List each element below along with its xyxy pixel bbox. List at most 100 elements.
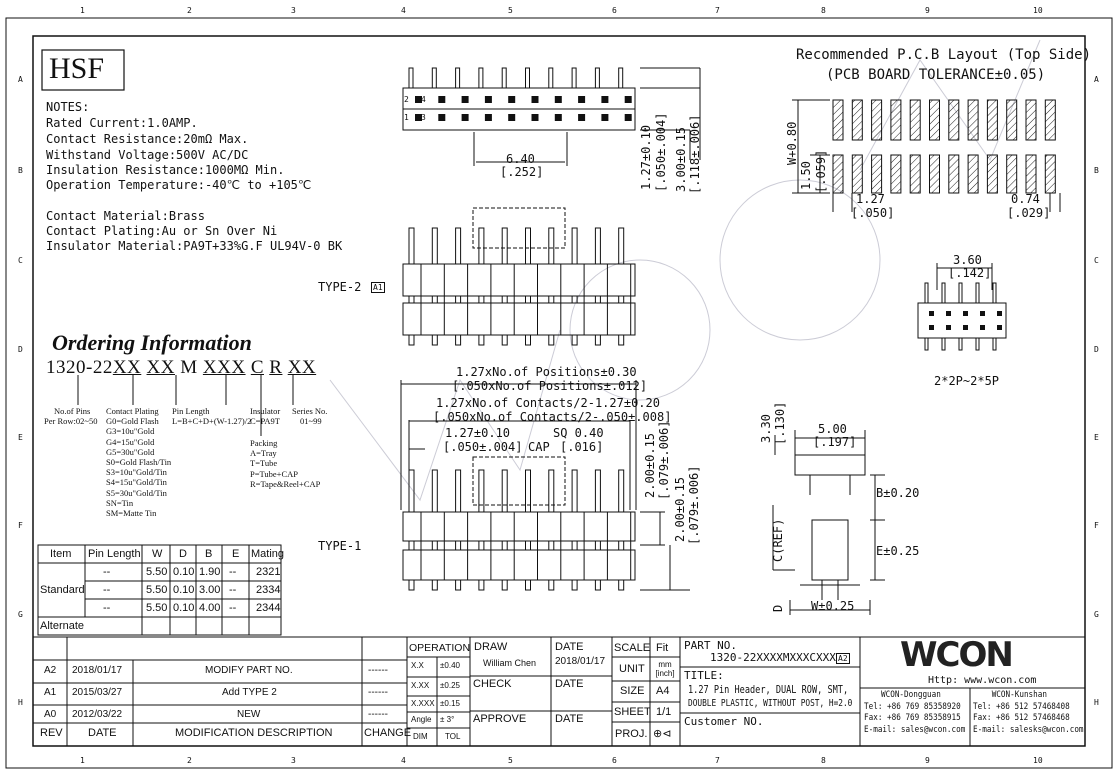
pad (980, 311, 985, 316)
pin (455, 579, 462, 591)
grid-row-label: H (18, 698, 23, 707)
table-header: Item (50, 548, 72, 560)
side-dim-d1-in: [.130] (773, 401, 787, 445)
side-dim-b: B±0.20 (876, 486, 920, 500)
legend-line: SN=Tin (106, 497, 134, 508)
pin (431, 540, 438, 551)
material-line: Contact Material:Brass (46, 209, 205, 223)
draw-date: 2018/01/17 (555, 656, 606, 667)
side-dim-w: W±0.25 (811, 599, 855, 613)
sheet-label: SHEET (614, 706, 651, 718)
pcb-tolerance: (PCB BOARD TOLERANCE±0.05) (826, 67, 1046, 83)
pad (929, 325, 934, 330)
pin (618, 227, 625, 265)
pin (618, 540, 625, 551)
dim-height2-in: [.079±.006] (687, 465, 701, 545)
grid-row-label: C (18, 256, 23, 265)
grid-column-label: 3 (291, 6, 296, 15)
legend-line: Series No. (292, 406, 328, 416)
dim-h1: 1.27±0.10 (639, 124, 653, 190)
table-cell: 5.50 (146, 602, 168, 614)
table-group: Standard (40, 584, 85, 596)
pin (408, 540, 415, 551)
grid-column-label: 5 (508, 6, 513, 15)
pin (992, 337, 997, 351)
unit-value: mm [inch] (655, 660, 675, 678)
table-alternate: Alternate (40, 620, 85, 632)
pin (455, 67, 461, 89)
pin (924, 282, 929, 304)
grid-row-label: B (1094, 166, 1099, 175)
dim-pin-pitch: 1.27±0.10 (445, 426, 511, 440)
grid-column-label: 2 (187, 756, 192, 765)
legend-line: S5=30u"Gold/Tin (106, 487, 167, 498)
pin (478, 227, 485, 265)
pad (531, 114, 539, 121)
notes-title: NOTES: (46, 100, 90, 114)
material-line: Insulator Material:PA9T+33%G.F UL94V-0 B… (46, 239, 343, 253)
pad (531, 96, 539, 103)
pin-number: 3 (421, 113, 426, 122)
pcb-dim-pitch: 1.27 (856, 192, 885, 206)
pad (624, 114, 632, 121)
pin (941, 337, 946, 351)
pcb-pad (1025, 99, 1037, 141)
pin (548, 469, 555, 513)
pin (594, 579, 601, 591)
pin (618, 334, 625, 346)
pin (525, 579, 531, 591)
table-cell: 2344 (256, 602, 281, 614)
pin (408, 579, 415, 591)
revision-header: REV (40, 727, 63, 739)
office-name: WCON-Kunshan (991, 690, 1047, 700)
pcb-pad (871, 154, 883, 194)
pad (601, 96, 609, 103)
small-dim-in: [.142] (948, 266, 992, 280)
grid-column-label: 8 (821, 756, 826, 765)
table-cell: 0.10 (173, 584, 195, 596)
projection-icon: ⊕⊲ (653, 728, 672, 740)
dim-pin-pitch-in: [.050±.004] (443, 440, 523, 454)
side-dim-e: E±0.25 (876, 544, 920, 558)
pad (438, 96, 446, 103)
tol-foot: TOL (445, 732, 461, 741)
office-name: WCON-Dongguan (881, 690, 941, 700)
grid-row-label: G (18, 610, 23, 619)
grid-row-label: A (18, 75, 23, 84)
grid-column-label: 1 (80, 756, 85, 765)
legend-line: Insulator (250, 406, 281, 416)
legend-line: S0=Gold Flash/Tin (106, 457, 172, 468)
legend-line: Contact Plating (106, 406, 159, 416)
table-cell: -- (229, 584, 237, 596)
revision-cell: 2012/03/22 (72, 709, 123, 720)
grid-column-label: 6 (612, 756, 617, 765)
grid-column-label: 9 (925, 6, 930, 15)
grid-column-label: 5 (508, 756, 513, 765)
grid-row-label: A (1094, 75, 1099, 84)
pcb-pad (832, 154, 844, 194)
office-fax: Fax: +86 769 85358915 (864, 713, 961, 723)
pin (975, 337, 980, 351)
pad (578, 96, 586, 103)
side-dim-d1: 3.30 (759, 414, 773, 443)
pcb-dim-pitch-in: [.050] (851, 206, 895, 220)
cap-label: CAP (528, 440, 550, 454)
revision-cell: A0 (44, 709, 57, 720)
pcb-pad (929, 154, 940, 194)
grid-column-label: 4 (401, 6, 406, 15)
pin (594, 295, 601, 304)
table-cell: -- (229, 566, 237, 578)
revision-triangle-a1: A1 (371, 282, 385, 294)
legend-line: 01~99 (300, 416, 322, 427)
pin (525, 295, 531, 304)
pin (478, 67, 484, 89)
pin (571, 227, 578, 265)
pad (601, 114, 609, 121)
grid-column-label: 8 (821, 6, 826, 15)
pad (963, 311, 968, 316)
revision-triangle-a2: A2 (836, 653, 850, 665)
